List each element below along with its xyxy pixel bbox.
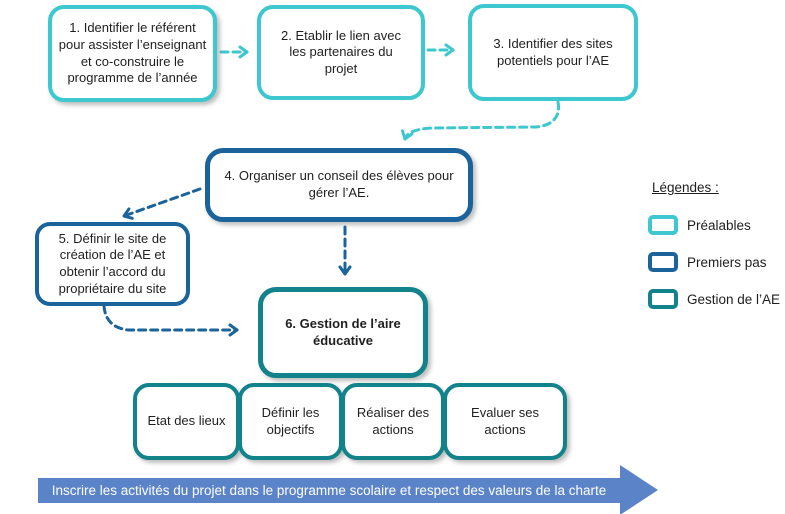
legend-item-label: Premiers pas [687,254,767,270]
step6-box: 6. Gestion de l’aire éducative [258,287,428,378]
substep-label: Etat des lieux [147,413,226,429]
arrow-step3-to-step4 [400,100,561,141]
bottom-banner-arrow: Inscrire les activités du projet dans le… [38,478,620,503]
bottom-banner-text: Inscrire les activités du projet dans le… [51,483,607,498]
step1-box: 1. Identifier le référent pour assister … [48,5,217,102]
step2-box: 2. Etablir le lien avec les partenaires … [257,5,425,100]
step4-box: 4. Organiser un conseil des élèves pour … [205,148,473,222]
gestion-ae-color-swatch [648,289,678,309]
prealables-color-swatch [648,215,678,235]
substep-definir-objectifs-box: Définir les objectifs [238,383,343,460]
premiers-pas-color-swatch [648,252,678,272]
arrow-step5-to-step6 [102,304,239,337]
bottom-banner-arrowhead [620,465,658,514]
legend-title: Légendes : [652,180,719,195]
legend-item-premiers-pas: Premiers pas [648,252,785,272]
substep-etat-des-lieux-box: Etat des lieux [133,383,240,460]
substep-label: Evaluer ses actions [471,404,539,437]
step5-label: 5. Définir le site de création de l’AE e… [58,230,167,296]
step3-box: 3. Identifier des sites potentiels pour … [468,4,638,101]
substep-label: Réaliser des actions [356,404,430,437]
arrow-step4-to-step5 [122,187,202,220]
step6-label: 6. Gestion de l’aire éducative [285,315,401,348]
step1-label: 1. Identifier le référent pour assister … [58,20,207,86]
legend: Légendes : Préalables Premiers pas Gesti… [648,180,785,326]
legend-item-prealables: Préalables [648,215,785,235]
legend-item-gestion-ae: Gestion de l’AE [648,289,785,309]
substep-label: Définir les objectifs [261,404,320,437]
step3-label: 3. Identifier des sites potentiels pour … [493,35,613,68]
legend-item-label: Gestion de l’AE [687,291,781,307]
step2-label: 2. Etablir le lien avec les partenaires … [281,27,401,76]
legend-item-label: Préalables [687,217,751,233]
substep-realiser-actions-box: Réaliser des actions [341,383,445,460]
step4-label: 4. Organiser un conseil des élèves pour … [224,168,454,200]
substep-evaluer-actions-box: Evaluer ses actions [443,383,567,460]
step5-box: 5. Définir le site de création de l’AE e… [35,222,190,306]
